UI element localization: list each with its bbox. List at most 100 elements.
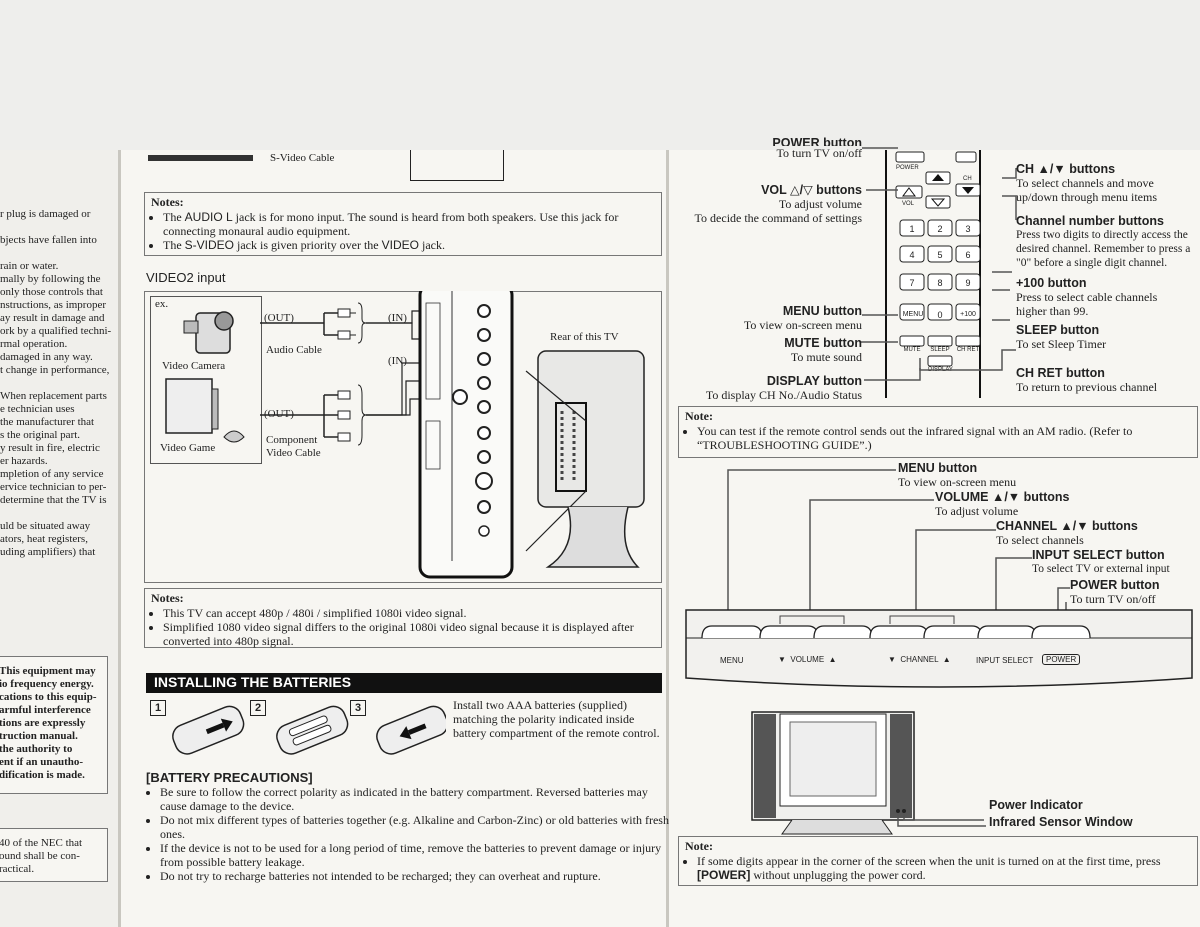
note-title: Note: (685, 409, 713, 423)
note-svideo-priority: The S-VIDEO jack is given priority over … (163, 238, 655, 252)
panel-label-volume: ▼ VOLUME ▲ (778, 655, 837, 664)
remote-back-step2 (276, 705, 349, 755)
note-audio-l: The AUDIO L jack is for mono input. The … (163, 210, 655, 238)
left-text-line (0, 507, 112, 520)
tv-jack-panel (418, 291, 514, 579)
video-camera-label: Video Camera (162, 360, 226, 372)
left-text-line: only those controls that (0, 286, 103, 298)
panel-label-input: INPUT SELECT (976, 656, 1034, 665)
tv-front-illustration (751, 711, 915, 835)
power-indicator-label: Power Indicator (989, 798, 1083, 812)
remote-vol-callout: VOL △/▽ buttons To adjust volume To deci… (694, 183, 862, 225)
svideo-device-outline (410, 150, 504, 181)
remote-control-illustration (885, 150, 981, 398)
left-text-line: uding amplifiers) that (0, 546, 96, 558)
remote-key-vol: VOL (902, 201, 915, 207)
note-1080-conversion: Simplified 1080 video signal differs to … (163, 620, 655, 648)
remote-mute-callout: MUTE button To mute sound (784, 336, 862, 364)
remote-key-digit: 5 (937, 250, 943, 260)
component-cable-label: Component Video Cable (266, 434, 321, 459)
ex-label: ex. (155, 298, 169, 310)
left-nec-line: ractical. (0, 863, 35, 875)
remote-sleep-callout: SLEEP button To set Sleep Timer (1016, 323, 1107, 351)
video-camera-illustration (183, 311, 234, 354)
left-text-line (0, 247, 112, 260)
component-cable-plugs (323, 390, 351, 442)
notes-box-inputs: Notes: The AUDIO L jack is for mono inpu… (144, 192, 662, 256)
left-nec-line: ound shall be con- (0, 850, 80, 862)
front-panel-illustration (685, 469, 1193, 835)
video2-connection-diagram (165, 291, 645, 579)
left-text-line: rain or water. (0, 260, 59, 272)
front-power-callout: POWER button To turn TV on/off (1070, 578, 1160, 606)
notes-box-signal: Notes: This TV can accept 480p / 480i / … (144, 588, 662, 648)
remote-key-digit: 3 (965, 224, 971, 234)
left-text-line (0, 221, 112, 234)
left-nec-line: 40 of the NEC that (0, 837, 83, 849)
notes-title: Notes: (151, 195, 184, 209)
left-text-line: t change in performance, (0, 364, 110, 376)
left-warning-line: cations to this equip- (0, 691, 97, 703)
video-game-illustration (165, 378, 245, 443)
left-text-line: e technician uses (0, 403, 75, 415)
svideo-cable-bar (148, 155, 253, 161)
left-text-line: rmal operation. (0, 338, 68, 350)
left-text-line: nstructions, as improper (0, 299, 107, 311)
panel-label-channel: ▼ CHANNEL ▲ (888, 655, 951, 664)
left-warning-line: tions are expressly (0, 717, 86, 729)
battery-install-text: Install two AAA batteries (supplied) mat… (453, 698, 660, 740)
remote-menu-callout: MENU button To view on-screen menu (743, 304, 862, 332)
remote-key-100: +100 (960, 311, 976, 318)
left-text-line: er hazards. (0, 455, 48, 467)
remote-back-step1 (172, 705, 245, 755)
remote-key-chret: CH RET (956, 347, 980, 353)
remote-key-digit: 1 (909, 224, 915, 234)
left-text-line: ay result in damage and (0, 312, 105, 324)
left-page (0, 150, 120, 927)
left-text-line: the manufacturer that (0, 416, 95, 428)
remote-key-sleep: SLEEP (930, 347, 950, 353)
remote-chret-callout: CH RET button To return to previous chan… (1016, 366, 1158, 394)
remote-key-0: 0 (937, 310, 943, 320)
front-channel-callout: CHANNEL ▲/▼ buttons To select channels (996, 519, 1138, 547)
left-warning-line: truction manual. (0, 730, 78, 742)
precaution-item: If the device is not to be used for a lo… (160, 841, 674, 869)
left-text-line: ervice technician to per- (0, 481, 107, 493)
remote-display-callout: DISPLAY button To display CH No./Audio S… (705, 374, 862, 402)
battery-precautions-list: Be sure to follow the correct polarity a… (148, 785, 674, 883)
left-warning-line: the authority to (0, 743, 73, 755)
left-warning-line: dification is made. (0, 769, 85, 781)
left-text-line: mally by following the (0, 273, 101, 285)
remote-key-mute: MUTE (903, 347, 921, 353)
rear-tv-label: Rear of this TV (550, 331, 619, 343)
svideo-cable-label: S-Video Cable (270, 152, 335, 164)
page-fold (666, 150, 669, 927)
page-fold (118, 150, 121, 927)
precaution-item: Do not mix different types of batteries … (160, 813, 674, 841)
left-text-line: uld be situated away (0, 520, 91, 532)
precaution-item: Do not try to recharge batteries not int… (160, 869, 674, 883)
note-box-remote-test: Note: You can test if the remote control… (678, 406, 1198, 458)
step-3-badge: 3 (350, 700, 366, 716)
left-text-line (0, 377, 112, 390)
divider (146, 692, 662, 693)
remote-key-digit: 6 (965, 250, 971, 260)
remote-key-power: POWER (896, 165, 919, 171)
front-input-callout: INPUT SELECT button To select TV or exte… (1032, 548, 1170, 575)
battery-precautions-title: [BATTERY PRECAUTIONS] (146, 770, 313, 785)
remote-leader-lines (860, 147, 1017, 381)
note-remote-test-text: You can test if the remote control sends… (697, 424, 1191, 452)
panel-label-menu: MENU (720, 656, 744, 665)
left-text-line: ork by a qualified techni- (0, 325, 112, 337)
battery-steps-illustration (172, 705, 446, 755)
left-warning-line: ent if an unautho- (0, 756, 84, 768)
left-text-line: determine that the TV is (0, 494, 107, 506)
left-text-line: s the original part. (0, 429, 81, 441)
remote-100-callout: +100 button Press to select cable channe… (1016, 276, 1158, 318)
precaution-item: Be sure to follow the correct polarity a… (160, 785, 674, 813)
out-label-component: (OUT) (264, 408, 294, 420)
in-label-audio: (IN) (388, 312, 407, 324)
